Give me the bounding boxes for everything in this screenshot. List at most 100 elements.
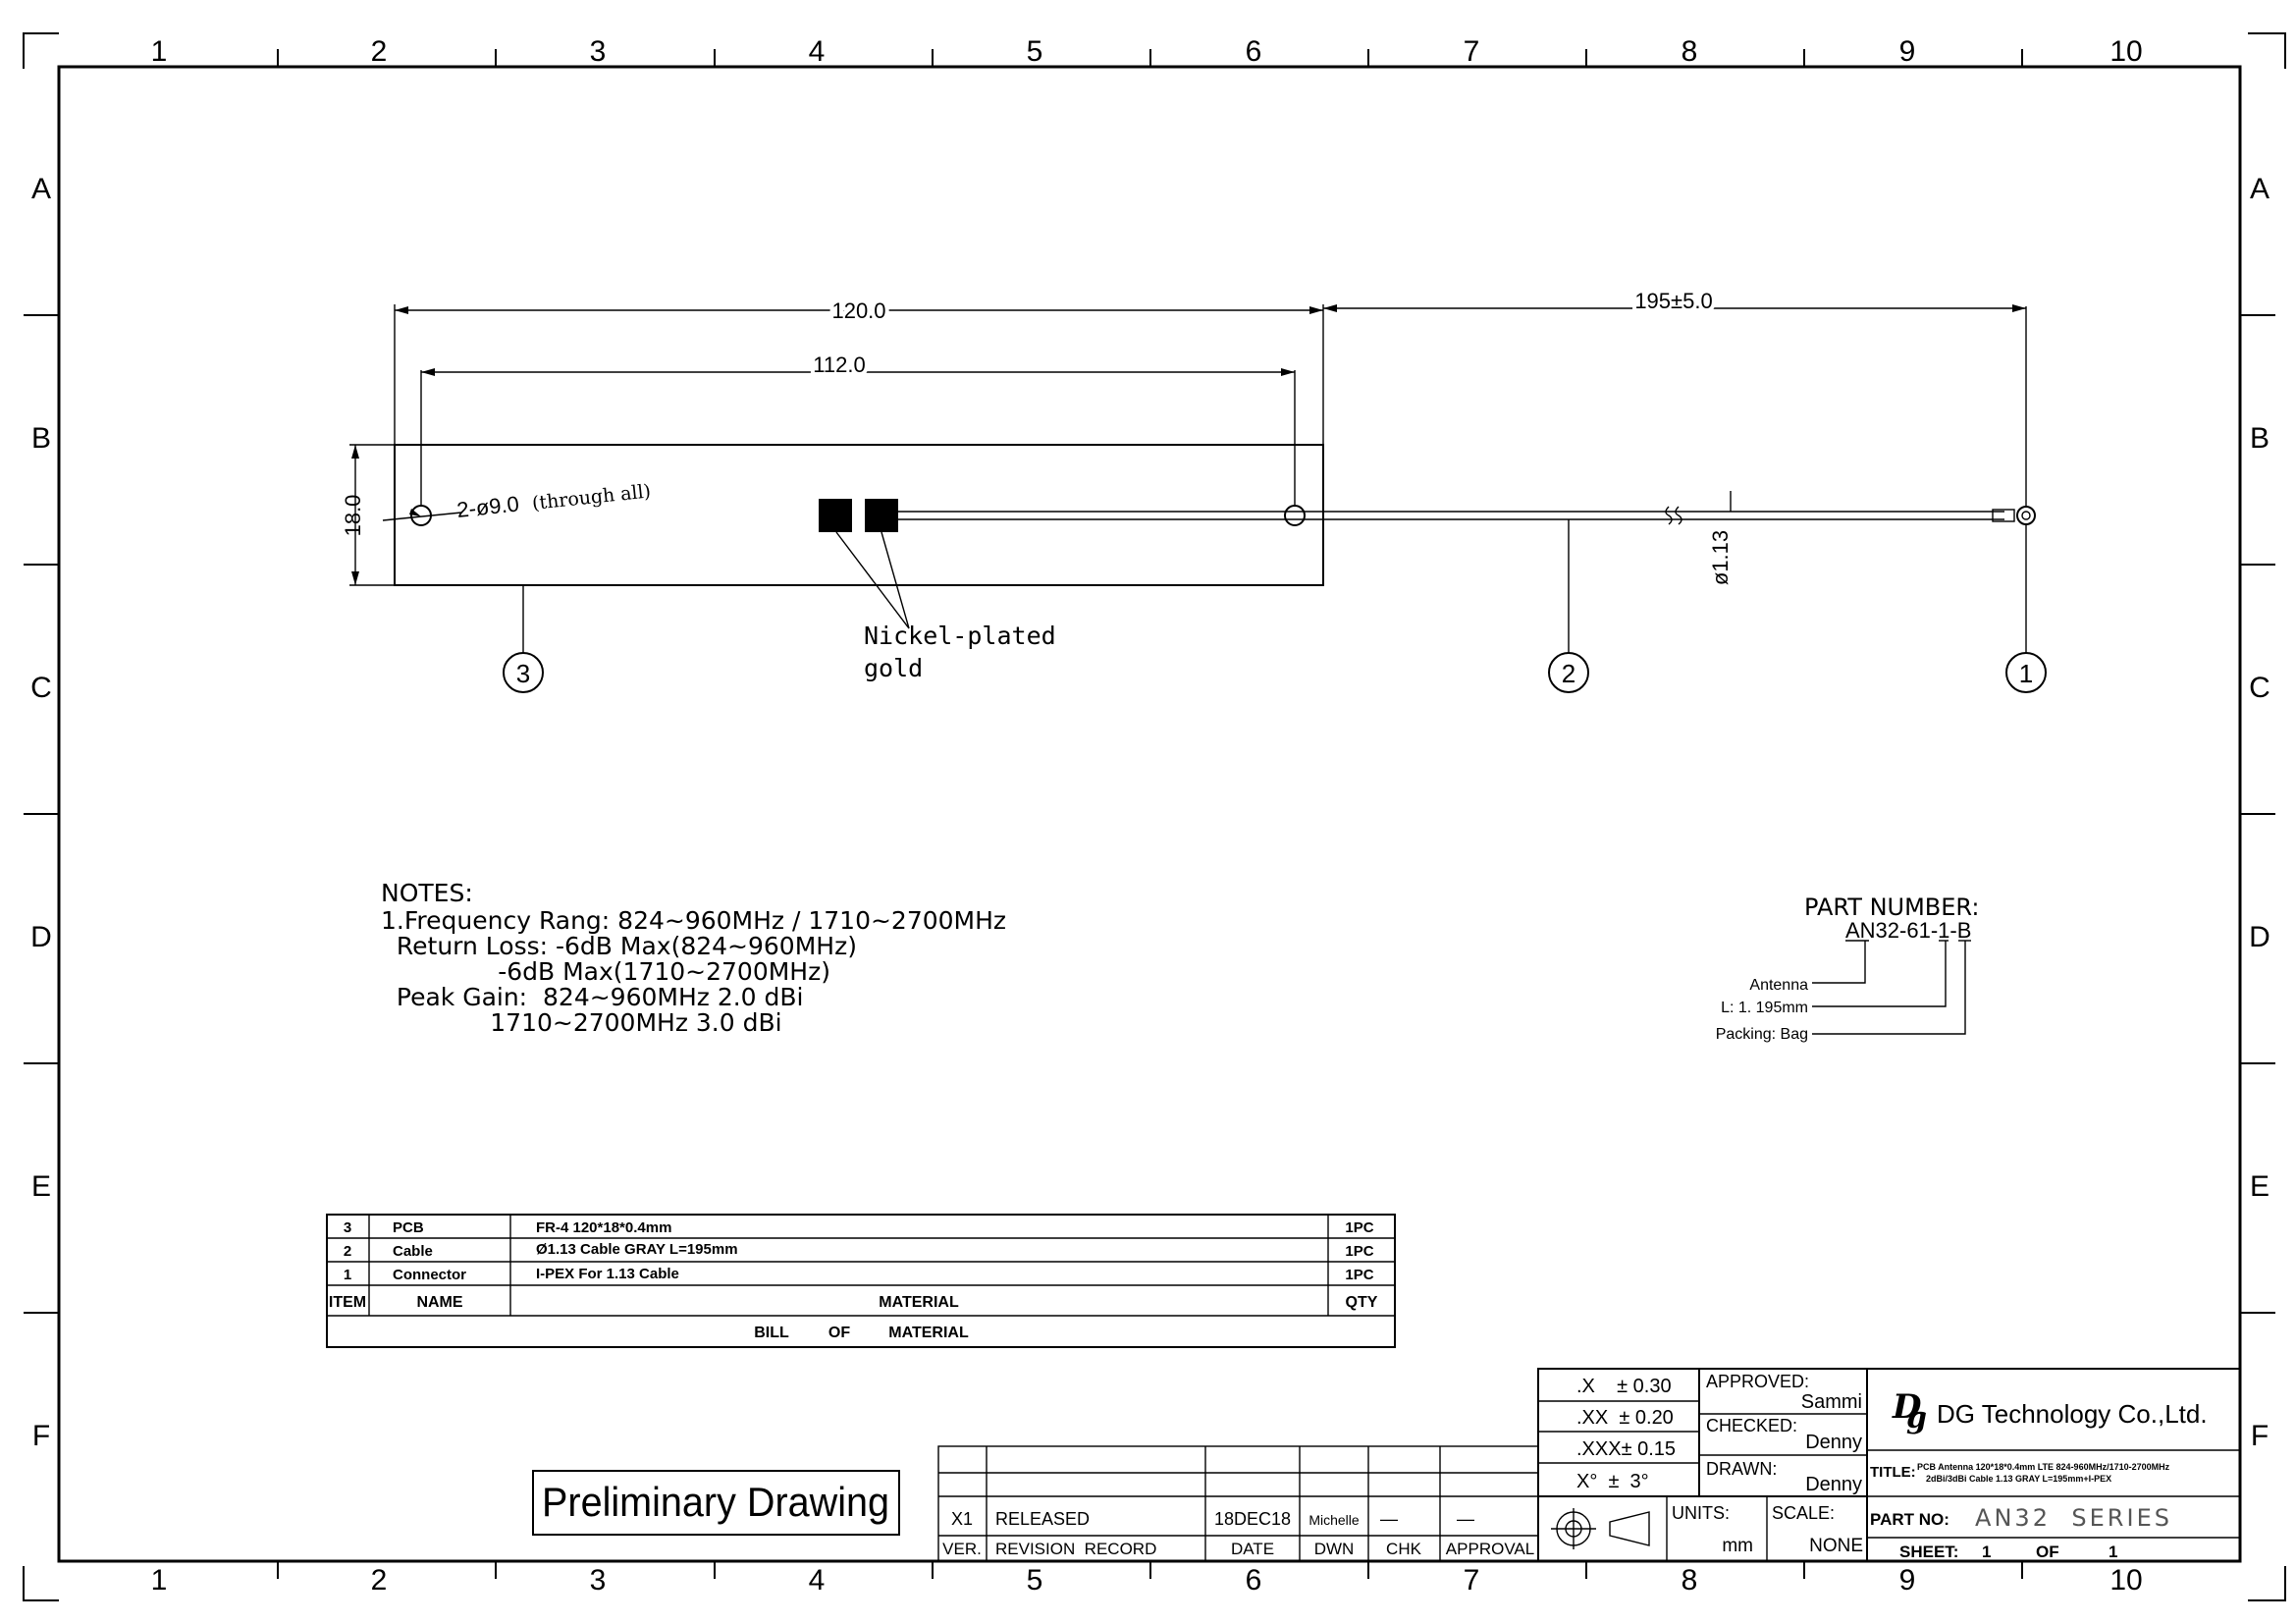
corner-mark	[23, 32, 59, 69]
svg-text:2-ø9.0: 2-ø9.0	[455, 491, 520, 522]
units-label: UNITS:	[1672, 1503, 1730, 1523]
col-label: 6	[1246, 1564, 1262, 1597]
svg-text:DWN: DWN	[1314, 1540, 1355, 1558]
row-label: C	[2249, 672, 2270, 704]
row-label: A	[2250, 173, 2269, 205]
mounting-hole	[1284, 505, 1306, 526]
preliminary-stamp-box	[532, 1470, 900, 1536]
callout-label: Antenna	[1749, 977, 1808, 994]
bom-header: ITEM NAME MATERIAL QTY	[329, 1294, 1378, 1311]
svg-text:MATERIAL: MATERIAL	[879, 1294, 959, 1311]
svg-text:DATE: DATE	[1231, 1540, 1274, 1558]
pad-note-line1: Nickel-plated	[864, 622, 1056, 650]
solder-pad	[865, 499, 898, 532]
part-number-value: AN32-61-1-B	[1845, 918, 1971, 943]
svg-text:g: g	[1906, 1401, 1927, 1435]
col-label: 8	[1682, 1564, 1698, 1597]
col-label: 7	[1464, 1564, 1480, 1597]
svg-text:.X ± 0.30: .X ± 0.30	[1576, 1376, 1672, 1397]
svg-text:PCB: PCB	[393, 1219, 424, 1236]
row-label: B	[2250, 422, 2269, 455]
solder-pad	[819, 499, 852, 532]
col-label: 10	[2109, 35, 2142, 68]
svg-text:X° ± 3°: X° ± 3°	[1576, 1471, 1649, 1492]
balloon-number: 1	[2019, 659, 2033, 688]
row-label: F	[32, 1420, 50, 1452]
svg-text:Ø1.13 Cable GRAY L=195mm: Ø1.13 Cable GRAY L=195mm	[536, 1241, 738, 1258]
row-label: A	[31, 173, 51, 205]
dim-cable-length: 195±5.0	[1634, 289, 1712, 313]
svg-text:Connector: Connector	[393, 1267, 466, 1283]
svg-text:1: 1	[344, 1267, 351, 1283]
svg-text:FR-4 120*18*0.4mm: FR-4 120*18*0.4mm	[536, 1219, 671, 1236]
svg-text:NAME: NAME	[416, 1294, 462, 1311]
drawn-by: Denny	[1805, 1474, 1862, 1495]
approved-label: APPROVED:	[1706, 1372, 1809, 1391]
row-label: D	[2249, 921, 2270, 953]
col-label: 7	[1464, 35, 1480, 68]
corner-mark	[2248, 1566, 2286, 1601]
part-number-heading: PART NUMBER:	[1804, 893, 1979, 921]
part-no-label: PART NO:	[1870, 1510, 1949, 1529]
bom-footer: BILL OF MATERIAL	[754, 1325, 969, 1341]
bom-row: 1 Connector I-PEX For 1.13 Cable 1PC	[344, 1266, 1374, 1283]
col-label: 1	[151, 35, 168, 68]
svg-text:BILL: BILL	[754, 1325, 789, 1341]
sheet-number: 1	[1982, 1543, 1991, 1561]
col-label: 1	[151, 1564, 168, 1597]
title-block: .X ± 0.30 .XX ± 0.20 .XXX± 0.15 X° ± 3° …	[1537, 1368, 2241, 1562]
svg-text:1PC: 1PC	[1345, 1219, 1373, 1236]
svg-text:RELEASED: RELEASED	[995, 1509, 1090, 1529]
svg-text:QTY: QTY	[1346, 1294, 1378, 1311]
projection-symbol-icon	[1551, 1508, 1650, 1549]
col-label: 2	[371, 35, 388, 68]
svg-text:APPROVAL: APPROVAL	[1446, 1540, 1534, 1558]
bom-table: 3 PCB FR-4 120*18*0.4mm 1PC 2 Cable Ø1.1…	[326, 1214, 1396, 1348]
leader-line	[881, 531, 910, 629]
svg-text:OF: OF	[828, 1325, 850, 1341]
svg-text:—: —	[1457, 1509, 1474, 1529]
drawn-label: DRAWN:	[1706, 1459, 1777, 1479]
callout-label: L: 1. 195mm	[1721, 1000, 1808, 1016]
units-value: mm	[1722, 1536, 1753, 1556]
svg-text:X1: X1	[951, 1509, 973, 1529]
callout-leader	[1812, 941, 1866, 984]
svg-text:—: —	[1380, 1509, 1398, 1529]
preliminary-stamp: Preliminary Drawing	[542, 1479, 889, 1525]
revision-row: X1 RELEASED 18DEC18 Michelle — —	[951, 1509, 1474, 1529]
notes-line: 1.Frequency Rang: 824~960MHz / 1710~2700…	[381, 906, 1006, 935]
svg-text:3: 3	[344, 1219, 351, 1236]
zone-ticks	[24, 49, 2275, 1579]
corner-mark	[2248, 32, 2286, 69]
drawing-border	[57, 65, 2242, 1563]
hole-note: 2-ø9.0 (through all)	[455, 480, 652, 522]
zone-labels: 1 2 3 4 5 6 7 8 9 10 1 2 3 4 5 6 7 8 9 1…	[30, 35, 2270, 1597]
col-label: 9	[1899, 1564, 1916, 1597]
notes-line: 1710~2700MHz 3.0 dBi	[381, 1008, 782, 1037]
dim-cable-dia: ø1.13	[1708, 530, 1733, 585]
balloon-cable	[1548, 652, 1589, 693]
sheet-total: 1	[2109, 1543, 2117, 1561]
approved-by: Sammi	[1801, 1391, 1862, 1413]
part-no-value: AN32 SERIES	[1975, 1504, 2169, 1532]
leader-line	[835, 531, 910, 629]
revision-table: X1 RELEASED 18DEC18 Michelle — — VER. RE…	[937, 1445, 1539, 1562]
corner-mark	[23, 1566, 59, 1601]
break-symbol	[1665, 506, 1682, 525]
callout-leader	[1812, 941, 1947, 1007]
svg-text:2: 2	[344, 1243, 351, 1260]
checked-label: CHECKED:	[1706, 1416, 1797, 1435]
callout-leader	[1812, 941, 1966, 1035]
company-name: DG Technology Co.,Ltd.	[1937, 1399, 2208, 1429]
svg-text:.XX ± 0.20: .XX ± 0.20	[1576, 1407, 1674, 1429]
notes-line: Return Loss: -6dB Max(824~960MHz)	[381, 932, 857, 960]
row-label: F	[2251, 1420, 2269, 1452]
bom-row: 3 PCB FR-4 120*18*0.4mm 1PC	[344, 1219, 1374, 1236]
sheet-label: SHEET:	[1899, 1543, 1958, 1561]
dim-width-18: 18.0	[341, 495, 365, 537]
title-label: TITLE:	[1870, 1464, 1916, 1481]
col-label: 10	[2109, 1564, 2142, 1597]
pcb-outline	[394, 444, 1324, 586]
col-label: 4	[809, 1564, 826, 1597]
